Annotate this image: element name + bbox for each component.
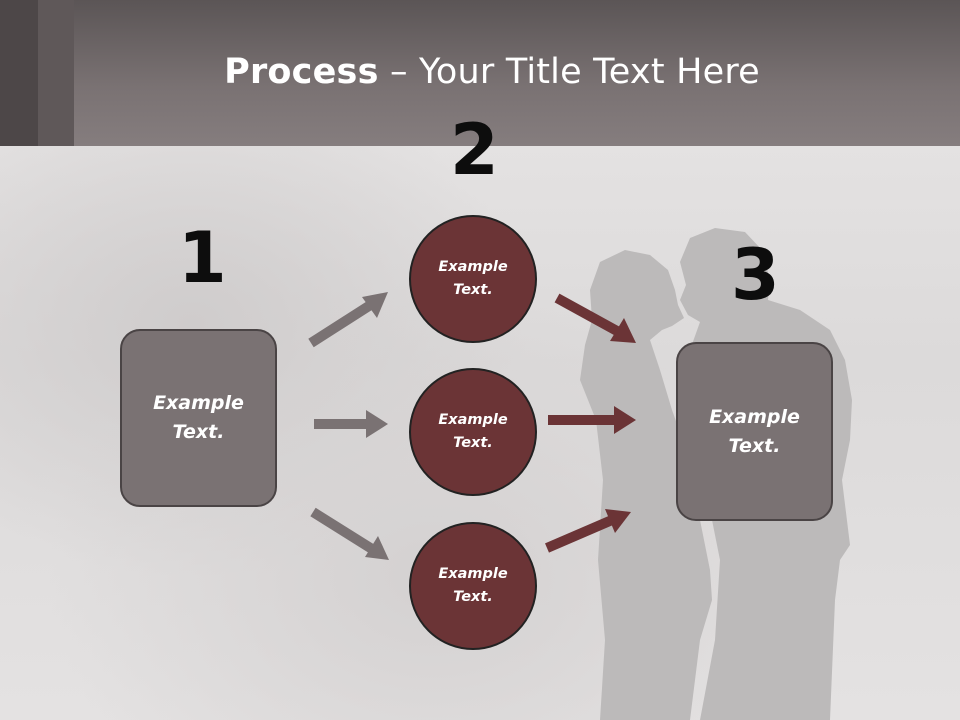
step2-circle-bottom: Example Text. [409, 522, 537, 650]
step2-circle-middle: Example Text. [409, 368, 537, 496]
step3-box-line1: Example [709, 405, 800, 428]
circle-top-line1: Example [438, 259, 508, 275]
arrow-right-middle [548, 406, 636, 434]
woman-silhouette [580, 250, 712, 720]
step1-box: Example Text. [120, 329, 277, 507]
circle-middle-line1: Example [438, 412, 508, 428]
circle-bottom-line2: Text. [453, 589, 493, 605]
title-bold: Process [224, 52, 379, 92]
step-number-3: 3 [731, 234, 780, 316]
step3-box: Example Text. [676, 342, 833, 521]
circle-middle-line2: Text. [453, 435, 493, 451]
step-number-1: 1 [178, 217, 227, 299]
step1-box-line2: Text. [172, 421, 225, 443]
step2-circle-top: Example Text. [409, 215, 537, 343]
arrow-right-up [554, 293, 636, 343]
step1-box-line1: Example [153, 392, 244, 414]
header-accent-strip [0, 0, 38, 146]
title-rest: – Your Title Text Here [378, 52, 760, 92]
step3-box-line2: Text. [728, 434, 781, 457]
arrow-right-down [545, 509, 631, 553]
circle-top-line2: Text. [453, 282, 493, 298]
arrow-left-up [308, 292, 388, 348]
header-accent-strip-light [38, 0, 74, 146]
arrow-left-down [310, 507, 389, 560]
slide-title: Process – Your Title Text Here [0, 52, 960, 92]
title-bar [0, 0, 960, 146]
step-number-2: 2 [450, 109, 499, 191]
circle-bottom-line1: Example [438, 566, 508, 582]
arrow-left-middle [314, 410, 388, 438]
